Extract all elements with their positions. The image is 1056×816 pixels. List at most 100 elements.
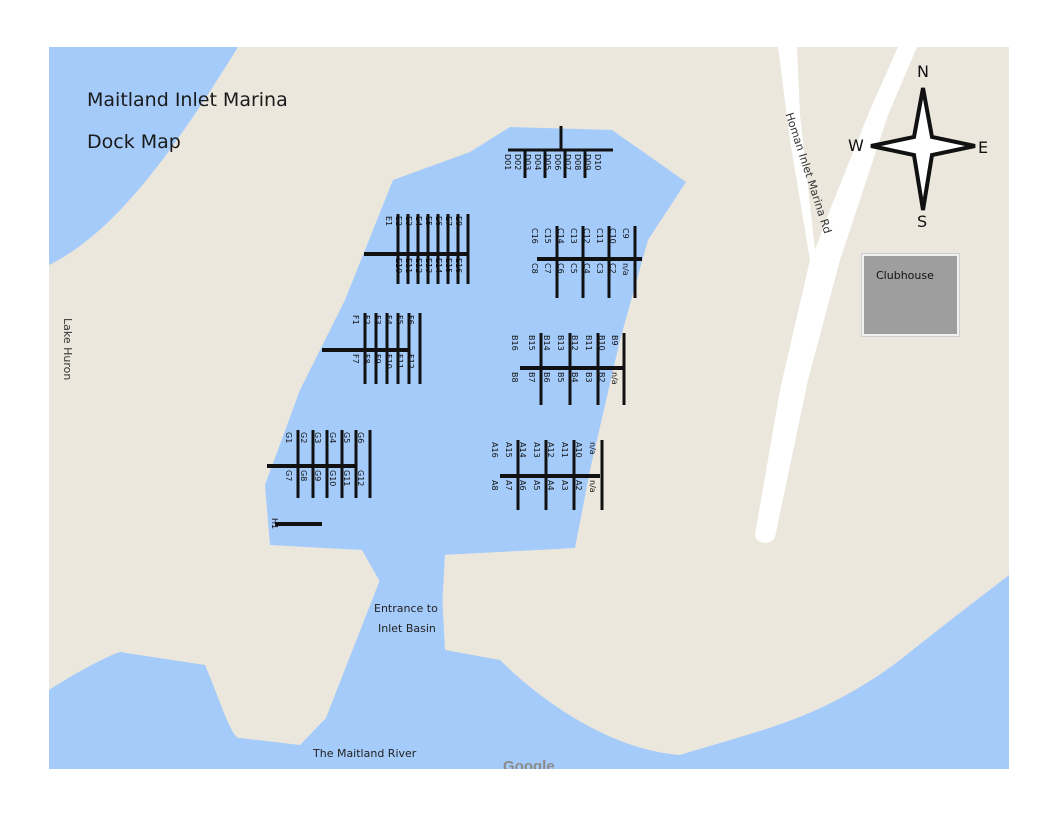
slip-f7[interactable]: F7 xyxy=(351,354,360,364)
slip-e13[interactable]: E13 xyxy=(424,258,433,273)
slip-a8[interactable]: A8 xyxy=(490,480,499,491)
slip-d05[interactable]: D05 xyxy=(543,154,552,170)
slip-b7[interactable]: B7 xyxy=(527,372,536,383)
slip-e10[interactable]: E10 xyxy=(394,258,403,273)
slip-g1[interactable]: G1 xyxy=(284,432,293,443)
slip-g3[interactable]: G3 xyxy=(313,432,322,443)
slip-d02[interactable]: D02 xyxy=(513,154,522,170)
slip-e4[interactable]: E4 xyxy=(414,216,423,226)
slip-c2[interactable]: C2 xyxy=(608,263,617,274)
slip-f9[interactable]: F9 xyxy=(373,354,382,364)
slip-f6[interactable]: F6 xyxy=(406,315,415,325)
slip-a6[interactable]: A6 xyxy=(518,480,527,491)
slip-e16[interactable]: E16 xyxy=(454,258,463,273)
slip-a15[interactable]: A15 xyxy=(504,442,513,458)
slip-g10[interactable]: G10 xyxy=(328,470,337,486)
slip-e12[interactable]: E12 xyxy=(414,258,423,273)
slip-c12[interactable]: C12 xyxy=(582,228,591,244)
slip-c3[interactable]: C3 xyxy=(595,263,604,274)
slip-f4[interactable]: F4 xyxy=(384,315,393,325)
slip-d04[interactable]: D04 xyxy=(533,154,542,170)
slip-f8[interactable]: F8 xyxy=(362,354,371,364)
slip-b15[interactable]: B15 xyxy=(527,335,536,351)
slip-b8[interactable]: B8 xyxy=(510,372,519,383)
slip-e14[interactable]: E14 xyxy=(434,258,443,273)
slip-e3[interactable]: E3 xyxy=(404,216,413,226)
slip-e8[interactable]: E8 xyxy=(454,216,463,226)
slip-a13[interactable]: A13 xyxy=(532,442,541,458)
slip-b14[interactable]: B14 xyxy=(542,335,551,351)
slip-e1[interactable]: E1 xyxy=(384,216,393,226)
slip-c4[interactable]: C4 xyxy=(582,263,591,274)
slip-c9[interactable]: C9 xyxy=(621,228,630,239)
compass-south-label: S xyxy=(917,212,928,231)
slip-f10[interactable]: F10 xyxy=(384,354,393,369)
slip-g12[interactable]: G12 xyxy=(356,470,365,486)
slip-a16[interactable]: A16 xyxy=(490,442,499,458)
slip-e6[interactable]: E6 xyxy=(434,216,443,226)
slip-b9[interactable]: B9 xyxy=(610,335,619,346)
slip-c5[interactable]: C5 xyxy=(569,263,578,274)
slip-b16[interactable]: B16 xyxy=(510,335,519,351)
slip-b10[interactable]: B10 xyxy=(597,335,606,351)
slip-b5[interactable]: B5 xyxy=(556,372,565,383)
slip-d09[interactable]: D09 xyxy=(583,154,592,170)
slip-a2[interactable]: A2 xyxy=(574,480,583,491)
slip-b12[interactable]: B12 xyxy=(570,335,579,351)
slip-na[interactable]: n/a xyxy=(610,372,619,385)
slip-c11[interactable]: C11 xyxy=(595,228,604,244)
slip-d10[interactable]: D10 xyxy=(593,154,602,170)
slip-f5[interactable]: F5 xyxy=(395,315,404,325)
slip-g11[interactable]: G11 xyxy=(342,470,351,486)
slip-b3[interactable]: B3 xyxy=(584,372,593,383)
slip-f11[interactable]: F11 xyxy=(395,354,404,369)
slip-na[interactable]: n/a xyxy=(588,480,597,493)
slip-g9[interactable]: G9 xyxy=(313,470,322,481)
slip-e7[interactable]: E7 xyxy=(444,216,453,226)
slip-a5[interactable]: A5 xyxy=(532,480,541,491)
slip-f1[interactable]: F1 xyxy=(351,315,360,325)
slip-a14[interactable]: A14 xyxy=(518,442,527,458)
slip-f3[interactable]: F3 xyxy=(373,315,382,325)
slip-g6[interactable]: G6 xyxy=(356,432,365,443)
slip-f2[interactable]: F2 xyxy=(362,315,371,325)
slip-g2[interactable]: G2 xyxy=(299,432,308,443)
slip-a12[interactable]: A12 xyxy=(546,442,555,458)
slip-b11[interactable]: B11 xyxy=(584,335,593,351)
slip-a7[interactable]: A7 xyxy=(504,480,513,491)
slip-b13[interactable]: B13 xyxy=(556,335,565,351)
slip-c14[interactable]: C14 xyxy=(556,228,565,244)
clubhouse-building[interactable]: Clubhouse xyxy=(862,254,959,336)
slip-d07[interactable]: D07 xyxy=(563,154,572,170)
slip-b4[interactable]: B4 xyxy=(570,372,579,383)
slip-na[interactable]: n/a xyxy=(588,442,597,455)
slip-e5[interactable]: E5 xyxy=(424,216,433,226)
slip-c13[interactable]: C13 xyxy=(569,228,578,244)
slip-a11[interactable]: A11 xyxy=(560,442,569,458)
slip-c8[interactable]: C8 xyxy=(530,263,539,274)
slip-e15[interactable]: E15 xyxy=(444,258,453,273)
slip-f12[interactable]: F12 xyxy=(406,354,415,369)
slip-na[interactable]: n/a xyxy=(621,263,630,276)
slip-g7[interactable]: G7 xyxy=(284,470,293,481)
slip-g8[interactable]: G8 xyxy=(299,470,308,481)
slip-a10[interactable]: A10 xyxy=(574,442,583,458)
slip-c15[interactable]: C15 xyxy=(543,228,552,244)
slip-c7[interactable]: C7 xyxy=(543,263,552,274)
slip-d03[interactable]: D03 xyxy=(523,154,532,170)
slip-d08[interactable]: D08 xyxy=(573,154,582,170)
slip-a3[interactable]: A3 xyxy=(560,480,569,491)
slip-h1[interactable]: H1 xyxy=(270,518,279,529)
slip-c6[interactable]: C6 xyxy=(556,263,565,274)
slip-b2[interactable]: B2 xyxy=(597,372,606,383)
slip-e11[interactable]: E11 xyxy=(404,258,413,273)
slip-e2[interactable]: E2 xyxy=(394,216,403,226)
slip-a4[interactable]: A4 xyxy=(546,480,555,491)
slip-g4[interactable]: G4 xyxy=(328,432,337,443)
slip-c10[interactable]: C10 xyxy=(608,228,617,244)
slip-g5[interactable]: G5 xyxy=(342,432,351,443)
slip-c16[interactable]: C16 xyxy=(530,228,539,244)
slip-b6[interactable]: B6 xyxy=(542,372,551,383)
slip-d01[interactable]: D01 xyxy=(503,154,512,170)
slip-d06[interactable]: D06 xyxy=(553,154,562,170)
